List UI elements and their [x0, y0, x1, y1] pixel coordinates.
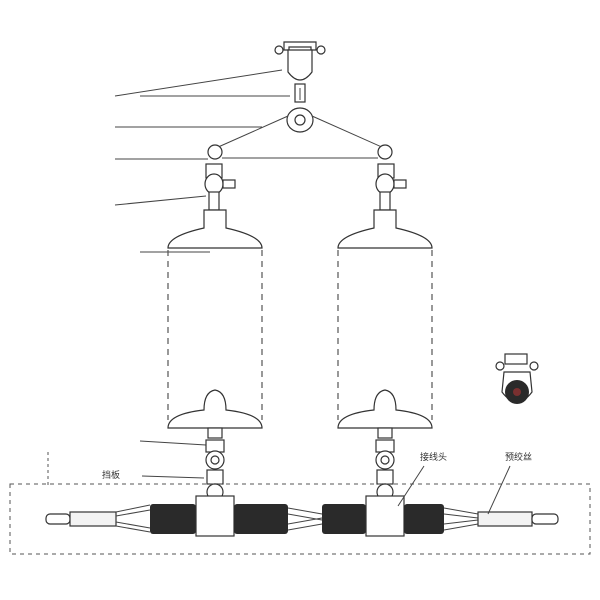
center-right-dark	[322, 504, 366, 534]
right-insulator-string	[337, 209, 433, 439]
left-lower-fittings	[205, 439, 225, 501]
right-clamp-body	[365, 495, 405, 537]
right-splice-dark	[404, 504, 444, 534]
leader-lines-left	[114, 69, 290, 446]
hardware-enclosure	[9, 483, 591, 555]
center-left-dark	[234, 504, 288, 534]
label-dangban: 挡板	[102, 469, 120, 481]
left-clevis	[204, 144, 236, 211]
top-shackle	[274, 41, 326, 103]
left-insulator-string	[167, 209, 263, 439]
label-jiexiantou: 接线头	[420, 451, 447, 463]
left-clamp-body	[195, 495, 235, 537]
annotations: 挡板 接线头 预绞丝	[102, 451, 532, 515]
right-clevis	[375, 144, 407, 211]
left-splice-dark	[150, 504, 196, 534]
detail-clevis-icon	[495, 353, 539, 404]
yoke-plate	[215, 107, 385, 159]
right-lower-fittings	[375, 439, 395, 501]
conductor-assembly	[45, 495, 559, 537]
label-yujiaosi: 预绞丝	[505, 451, 532, 463]
